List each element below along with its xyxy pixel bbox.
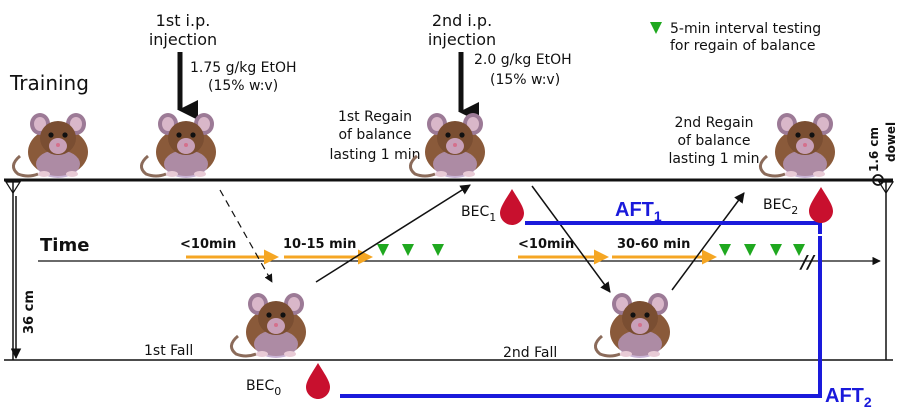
fall2-mouse [593, 291, 672, 360]
test-marker [377, 244, 389, 256]
aft2-line [340, 236, 822, 398]
bec0-drop [306, 363, 330, 399]
fall1-label: 1st Fall [144, 343, 193, 359]
time-label: Time [40, 235, 89, 256]
regain2-mouse [758, 111, 837, 180]
height-label: 36 cm [22, 290, 37, 334]
injection2-concentration: (15% w:v) [490, 72, 560, 88]
regain1-line2: of balance [338, 127, 411, 143]
fall1-dashed-arrow [219, 189, 273, 283]
test-marker [402, 244, 414, 256]
aft2-label: AFT2 [825, 385, 872, 410]
apparatus-frame [4, 174, 895, 361]
dowel-label: dowel [884, 122, 898, 162]
aft1-line [525, 221, 822, 234]
bec0-label: BEC0 [246, 378, 281, 398]
fall2-arrow [531, 185, 611, 293]
legend-marker [650, 22, 662, 34]
dowel-size-label: 1.6 cm [867, 127, 881, 172]
training-mouse-2 [139, 111, 218, 180]
regain2-line1: 2nd Regain [674, 115, 753, 131]
injection2-line1: 2nd i.p. [432, 11, 492, 30]
injection2-line2: injection [428, 30, 496, 49]
regain1-line3: lasting 1 min [329, 147, 420, 163]
test-markers [377, 244, 805, 256]
injection1-line1: 1st i.p. [156, 11, 211, 30]
regain2-arrow [671, 192, 745, 291]
interval-label-4: 30-60 min [617, 237, 690, 252]
fall2-label: 2nd Fall [503, 345, 557, 361]
injection1-line2: injection [149, 30, 217, 49]
bec2-drop [809, 187, 833, 223]
legend-line-1: 5-min interval testing [670, 21, 821, 37]
left-post-bracket [4, 181, 22, 195]
regain2-line2: of balance [677, 133, 750, 149]
regain1-arrow [315, 184, 471, 283]
training-label: Training [9, 71, 89, 95]
test-marker [770, 244, 782, 256]
test-marker [719, 244, 731, 256]
test-marker [744, 244, 756, 256]
regain1-mouse [408, 111, 487, 180]
aft-lines [340, 221, 822, 398]
interval-label-1: <10min [180, 237, 236, 252]
test-marker [793, 244, 805, 256]
interval-label-2: 10-15 min [283, 237, 356, 252]
bec2-label: BEC2 [763, 197, 798, 217]
fall1-mouse [229, 291, 308, 360]
regain2-line3: lasting 1 min [668, 151, 759, 167]
injection1-dose: 1.75 g/kg EtOH [190, 60, 297, 76]
interval-label-3: <10min [518, 237, 574, 252]
injection2-dose: 2.0 g/kg EtOH [474, 52, 572, 68]
legend-line-2: for regain of balance [670, 38, 816, 54]
bec1-label: BEC1 [461, 204, 496, 224]
right-post-bracket [877, 181, 895, 195]
test-marker [432, 244, 444, 256]
injection1-concentration: (15% w:v) [208, 78, 278, 94]
bec1-drop [500, 189, 524, 225]
dowel-cross-section [872, 174, 884, 186]
aft1-label: AFT1 [615, 199, 662, 224]
regain1-line1: 1st Regain [338, 109, 412, 125]
axis-break-mark: // [799, 252, 816, 273]
training-mouse-1 [11, 111, 90, 180]
